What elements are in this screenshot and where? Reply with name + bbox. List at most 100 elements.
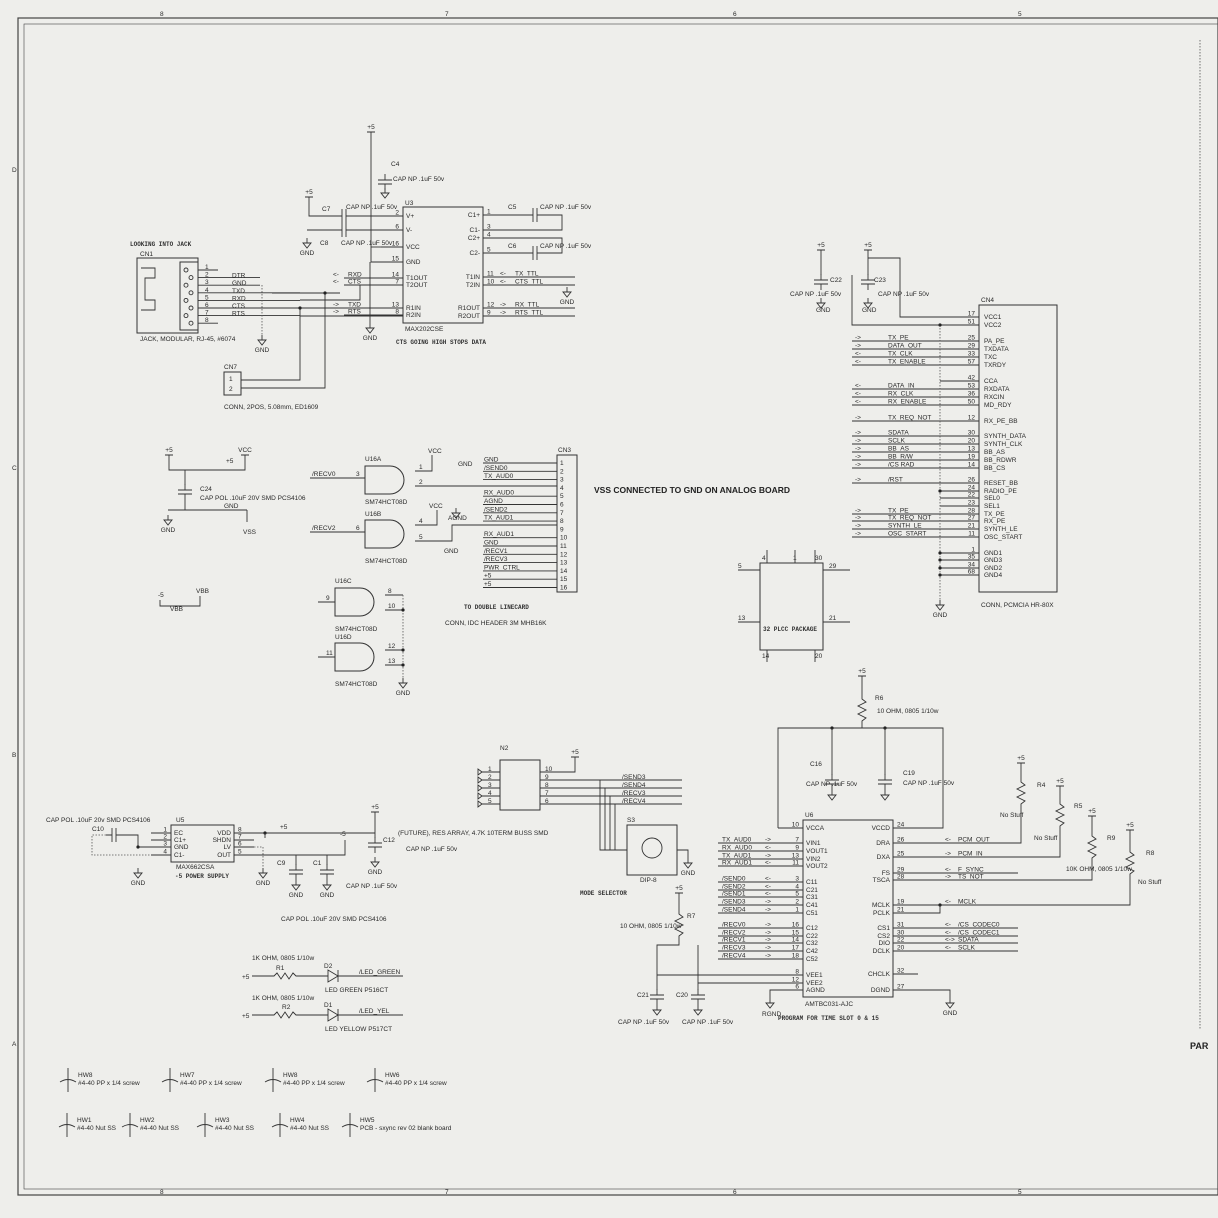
ground-icon bbox=[863, 298, 873, 309]
gnd-label: GND bbox=[458, 461, 473, 468]
junction-dot bbox=[938, 566, 942, 570]
power-rail-icon bbox=[817, 249, 825, 258]
pin-number: 50 bbox=[968, 399, 976, 406]
c1-ref: C1 bbox=[313, 860, 322, 867]
ground-label: GND bbox=[255, 347, 270, 354]
pin-number: 11 bbox=[487, 271, 494, 278]
wire bbox=[918, 905, 941, 914]
cn1-net-label: GND bbox=[232, 280, 247, 287]
p5-label: +5 bbox=[226, 458, 234, 465]
ground-label: GND bbox=[363, 335, 378, 342]
c9-ref: C9 bbox=[277, 860, 286, 867]
pin-number: 13 bbox=[392, 302, 400, 309]
hardware-ref: HW1 bbox=[77, 1117, 92, 1124]
c7-val: CAP NP .1uF 50v bbox=[346, 204, 398, 211]
pin-name: C51 bbox=[806, 910, 818, 917]
hardware-ref: HW6 bbox=[385, 1072, 400, 1079]
net-label: TX_CLK bbox=[888, 351, 913, 358]
signal-direction: -> bbox=[855, 430, 861, 437]
plcc-pin: 30 bbox=[815, 555, 823, 562]
wire bbox=[241, 292, 326, 389]
gnd-label: GND bbox=[224, 503, 239, 510]
cn1-pin-number: 2 bbox=[205, 272, 209, 279]
r1-val: 1K OHM, 0805 1/10w bbox=[252, 955, 314, 962]
power-rail-icon bbox=[367, 131, 375, 140]
pin-number: 15 bbox=[392, 256, 400, 263]
cn3-pin-number: 11 bbox=[560, 543, 567, 550]
pin-name: R1IN bbox=[406, 305, 421, 312]
pin-name: LV bbox=[224, 844, 232, 851]
pin-number: 30 bbox=[897, 930, 905, 937]
net-label: /SEND4 bbox=[622, 782, 646, 789]
pin-name: DGND bbox=[871, 987, 890, 994]
cn1-net-label: RTS bbox=[232, 311, 246, 318]
signal-direction: <- bbox=[855, 399, 861, 406]
signal-direction: <-> bbox=[945, 937, 955, 944]
signal-direction: -> bbox=[765, 922, 771, 929]
signal-direction: -> bbox=[855, 462, 861, 469]
ground-label: GND bbox=[320, 892, 335, 899]
pin-name: CS1 bbox=[877, 925, 890, 932]
resistor-icon bbox=[1086, 832, 1098, 862]
pin-name: C22 bbox=[806, 933, 818, 940]
ground-label: GND bbox=[300, 250, 315, 257]
cn1-net-label: TXD bbox=[232, 288, 245, 295]
ground-label: GND bbox=[396, 690, 411, 697]
led-green-icon bbox=[327, 969, 339, 983]
pin-name: SHDN bbox=[213, 837, 232, 844]
junction-dot bbox=[323, 291, 327, 295]
pin-name: BB_CS bbox=[984, 465, 1006, 472]
wire bbox=[241, 308, 301, 381]
zone-markers: 8 7 6 5 8 7 6 5 D C B A PAR bbox=[12, 11, 1209, 1196]
pin-number: 16 bbox=[792, 922, 800, 929]
m5-label: -5 bbox=[340, 831, 346, 838]
pin-number: 16 bbox=[392, 241, 400, 248]
pin-name: C42 bbox=[806, 948, 818, 955]
c10-val: CAP POL .10uF 20v SMD PCS4106 bbox=[46, 817, 151, 824]
row-marker: D bbox=[12, 167, 17, 174]
ground-icon bbox=[133, 868, 143, 879]
junction-dot bbox=[938, 489, 942, 493]
res-array-label: (FUTURE), RES ARRAY, 4.7K 10TERM BUSS SM… bbox=[398, 830, 549, 837]
signal-direction: <- bbox=[765, 884, 771, 891]
u16b-ref: U16B bbox=[365, 511, 381, 518]
wire bbox=[415, 455, 433, 472]
ground-icon bbox=[370, 857, 380, 868]
pin-name: V- bbox=[406, 227, 412, 234]
ground-label: GND bbox=[933, 612, 948, 619]
pin-number: 25 bbox=[897, 851, 905, 858]
pin-name: C31 bbox=[806, 894, 818, 901]
u3-ref: U3 bbox=[405, 200, 414, 207]
hardware-ref: HW4 bbox=[290, 1117, 305, 1124]
cn3-net-label: TX_AUD1 bbox=[484, 515, 514, 522]
signal-direction: -> bbox=[765, 853, 771, 860]
cn3-connector bbox=[556, 454, 578, 593]
pin-number: 8 bbox=[795, 969, 799, 976]
power-rail-icon bbox=[1088, 815, 1096, 824]
power-label: +5 bbox=[571, 749, 579, 756]
pin-number: 4 bbox=[163, 849, 167, 856]
net-label: TX_AUD0 bbox=[722, 837, 752, 844]
pin-name: EC bbox=[174, 830, 183, 837]
col-marker: 6 bbox=[733, 11, 737, 18]
plcc-package bbox=[759, 562, 824, 651]
pin-name: R2OUT bbox=[458, 313, 480, 320]
wire bbox=[918, 989, 951, 998]
led-yellow-icon bbox=[327, 1008, 339, 1022]
mounting-hardware-icon bbox=[341, 1113, 359, 1137]
pin-name: C21 bbox=[806, 887, 818, 894]
pin-name: CCA bbox=[984, 378, 998, 385]
cn3-net-label: PWR_CTRL bbox=[484, 564, 520, 571]
signal-direction: -> bbox=[855, 446, 861, 453]
wire bbox=[254, 846, 264, 868]
pin-name: SEL1 bbox=[984, 503, 1000, 510]
hardware-ref: HW7 bbox=[180, 1072, 195, 1079]
pin-number: 15 bbox=[792, 930, 800, 937]
power-rail-icon bbox=[571, 756, 579, 765]
gnd-label: GND bbox=[862, 307, 877, 314]
pin-name: OUT bbox=[217, 852, 231, 859]
hardware-ref: HW8 bbox=[283, 1072, 298, 1079]
ground-icon bbox=[291, 880, 301, 891]
